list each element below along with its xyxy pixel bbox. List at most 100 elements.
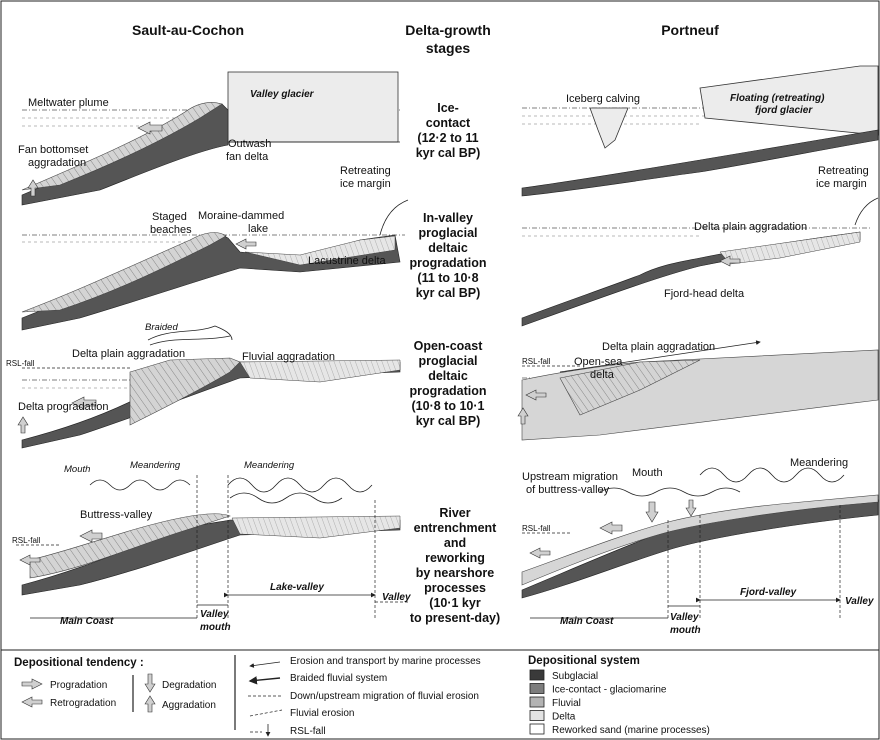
system-label-0: Subglacial — [552, 671, 598, 682]
svg-text:Moraine-dammed: Moraine-dammed — [198, 210, 284, 222]
svg-text:Mouth: Mouth — [632, 467, 663, 479]
svg-text:entrenchment: entrenchment — [414, 521, 497, 535]
system-swatch-1 — [529, 683, 545, 694]
svg-text:Retrogradation: Retrogradation — [50, 698, 116, 709]
svg-text:Main Coast: Main Coast — [560, 616, 614, 627]
svg-text:Depositional tendency :: Depositional tendency : — [14, 657, 144, 669]
retrogradation-icon — [21, 696, 43, 708]
svg-text:kyr cal BP): kyr cal BP) — [416, 414, 481, 428]
svg-text:Retreating: Retreating — [340, 165, 391, 177]
progradation-arrow-icon — [137, 121, 163, 135]
progradation-icon — [21, 678, 43, 690]
svg-text:(12·2 to 11: (12·2 to 11 — [417, 131, 478, 145]
system-swatch-3 — [529, 710, 545, 721]
svg-text:ice margin: ice margin — [816, 178, 867, 190]
svg-text:proglacial: proglacial — [418, 226, 477, 240]
header-center-1: Delta-growth — [405, 22, 491, 38]
svg-text:Meandering: Meandering — [130, 460, 181, 471]
svg-text:proglacial: proglacial — [418, 354, 477, 368]
svg-text:Braided: Braided — [145, 322, 178, 333]
svg-text:ice margin: ice margin — [340, 178, 391, 190]
svg-text:RSL-fall: RSL-fall — [290, 726, 326, 737]
svg-text:progradation: progradation — [409, 256, 486, 270]
svg-text:Aggradation: Aggradation — [162, 700, 216, 711]
svg-text:Buttress-valley: Buttress-valley — [80, 509, 153, 521]
svg-text:Upstream migration: Upstream migration — [522, 471, 618, 483]
fjord-glacier-shape — [699, 65, 879, 136]
system-swatch-4 — [529, 723, 545, 735]
svg-text:delta: delta — [590, 369, 615, 381]
legend-depositional-system: Depositional system SubglacialIce-contac… — [528, 655, 710, 736]
svg-text:aggradation: aggradation — [28, 157, 86, 169]
svg-text:Delta progradation: Delta progradation — [18, 401, 109, 413]
svg-text:fjord glacier: fjord glacier — [755, 105, 813, 116]
svg-text:Iceberg calving: Iceberg calving — [566, 93, 640, 105]
svg-text:deltaic: deltaic — [428, 369, 468, 383]
svg-text:Degradation: Degradation — [162, 680, 216, 691]
svg-text:(11 to 10·8: (11 to 10·8 — [417, 271, 478, 285]
svg-text:processes: processes — [424, 581, 486, 595]
header-center-2: stages — [426, 40, 471, 56]
svg-text:Down/upstream migration of flu: Down/upstream migration of fluvial erosi… — [290, 691, 479, 702]
svg-text:Braided fluvial system: Braided fluvial system — [290, 673, 387, 684]
system-label-2: Fluvial — [552, 698, 581, 709]
degradation-icon — [144, 673, 156, 693]
aggradation-icon — [144, 695, 156, 713]
svg-text:of buttress-valley: of buttress-valley — [526, 484, 610, 496]
svg-text:Valley: Valley — [200, 609, 229, 620]
svg-text:Delta plain aggradation: Delta plain aggradation — [72, 348, 185, 360]
aggradation-arrow-icon — [27, 179, 39, 197]
svg-text:Meandering: Meandering — [244, 460, 295, 471]
left-panel-in-valley: Staged beaches Moraine-dammed lake Lacus… — [21, 165, 409, 331]
stage-3-label: Open-coast proglacial deltaic progradati… — [409, 339, 486, 428]
svg-text:kyr cal BP): kyr cal BP) — [416, 286, 481, 300]
svg-text:Valley: Valley — [670, 612, 699, 623]
svg-text:Depositional system: Depositional system — [528, 655, 640, 667]
svg-text:In-valley: In-valley — [423, 211, 473, 225]
svg-text:Valley glacier: Valley glacier — [250, 89, 315, 100]
svg-text:RSL-fall: RSL-fall — [12, 536, 41, 545]
system-label-1: Ice-contact - glaciomarine — [552, 685, 667, 696]
svg-text:lake: lake — [248, 223, 268, 235]
svg-text:Fluvial erosion: Fluvial erosion — [290, 708, 354, 719]
svg-text:by nearshore: by nearshore — [416, 566, 495, 580]
svg-text:Lacustrine delta: Lacustrine delta — [308, 255, 387, 267]
svg-text:(10·1 kyr: (10·1 kyr — [429, 596, 481, 610]
svg-text:Valley: Valley — [382, 592, 411, 603]
svg-text:Retreating: Retreating — [818, 165, 869, 177]
svg-text:Fjord-valley: Fjord-valley — [740, 587, 797, 598]
svg-text:mouth: mouth — [670, 625, 701, 636]
svg-text:Progradation: Progradation — [50, 680, 107, 691]
stage-1-label: Ice- contact (12·2 to 11 kyr cal BP) — [416, 101, 481, 160]
svg-text:Lake-valley: Lake-valley — [270, 582, 324, 593]
left-panel-ice-contact: Meltwater plume Valley glacier Fan botto… — [18, 71, 400, 206]
right-panel-open-coast: Delta plain aggradation Open-sea delta R… — [517, 340, 879, 441]
svg-text:River: River — [439, 506, 470, 520]
svg-text:Open-sea: Open-sea — [574, 356, 623, 368]
svg-text:Fluvial aggradation: Fluvial aggradation — [242, 351, 335, 363]
svg-text:beaches: beaches — [150, 224, 192, 236]
svg-text:Erosion and transport by marin: Erosion and transport by marine processe… — [290, 656, 481, 667]
system-swatch-0 — [529, 669, 545, 681]
svg-text:and: and — [444, 536, 466, 550]
svg-text:(10·8 to 10·1: (10·8 to 10·1 — [412, 399, 485, 413]
svg-text:Outwash: Outwash — [228, 138, 271, 150]
system-label-3: Delta — [552, 712, 576, 723]
svg-text:Ice-: Ice- — [437, 101, 459, 115]
svg-text:Floating (retreating): Floating (retreating) — [730, 93, 825, 104]
svg-text:fan delta: fan delta — [226, 151, 269, 163]
svg-text:progradation: progradation — [409, 384, 486, 398]
svg-text:Main Coast: Main Coast — [60, 616, 114, 627]
valley-glacier-shape — [227, 71, 399, 143]
svg-text:Delta plain aggradation: Delta plain aggradation — [694, 221, 807, 233]
svg-text:Open-coast: Open-coast — [414, 339, 484, 353]
left-panel-open-coast: Braided RSL-fall Delta plain aggradation… — [6, 322, 401, 449]
svg-text:kyr cal BP): kyr cal BP) — [416, 146, 481, 160]
system-label-4: Reworked sand (marine processes) — [552, 725, 710, 736]
svg-text:to present-day): to present-day) — [410, 611, 500, 625]
svg-text:Delta plain aggradation: Delta plain aggradation — [602, 341, 715, 353]
svg-text:Meandering: Meandering — [790, 457, 848, 469]
svg-text:Fjord-head delta: Fjord-head delta — [664, 288, 745, 300]
